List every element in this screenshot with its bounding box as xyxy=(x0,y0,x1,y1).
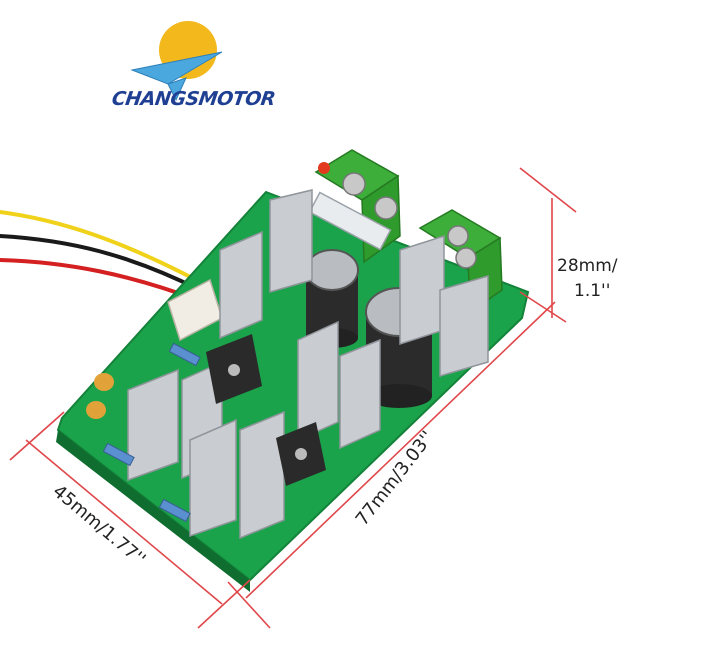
height-dimension-label: 28mm/ xyxy=(557,256,618,276)
logo xyxy=(130,21,223,102)
ceramic-capacitors xyxy=(86,373,114,419)
screw-icon xyxy=(374,196,398,220)
red-wire xyxy=(0,258,200,302)
heatsink xyxy=(219,230,263,340)
width-dimension-line xyxy=(25,439,223,605)
heatsinks xyxy=(127,189,489,540)
led xyxy=(318,162,330,174)
resistor xyxy=(158,498,191,523)
heatsink xyxy=(339,338,381,450)
capacitor-1 xyxy=(305,249,359,348)
logo-text: CHANGSMOTOR xyxy=(110,88,277,110)
screw-icon xyxy=(447,225,469,247)
paper-plane-icon xyxy=(130,51,223,102)
length-dimension-line xyxy=(245,301,556,599)
heatsink xyxy=(189,418,237,538)
heatsink xyxy=(399,234,445,346)
screw-icon xyxy=(342,172,366,196)
heatsink xyxy=(297,320,339,442)
transistors xyxy=(206,334,326,486)
pcb-edge xyxy=(56,430,250,592)
fuse xyxy=(308,191,392,251)
heatsink xyxy=(127,368,179,482)
resistor xyxy=(168,342,201,367)
wires xyxy=(0,210,202,302)
heatsink xyxy=(269,189,313,293)
resistors xyxy=(102,342,201,523)
height-dimension-label-inches: 1.1'' xyxy=(574,281,611,301)
screw-icon xyxy=(455,247,477,269)
heatsink xyxy=(239,410,285,540)
heatsink xyxy=(439,275,489,377)
resistor xyxy=(102,442,135,467)
black-wire xyxy=(0,234,202,292)
dimension-lines xyxy=(9,167,577,629)
yellow-wire xyxy=(0,210,202,284)
